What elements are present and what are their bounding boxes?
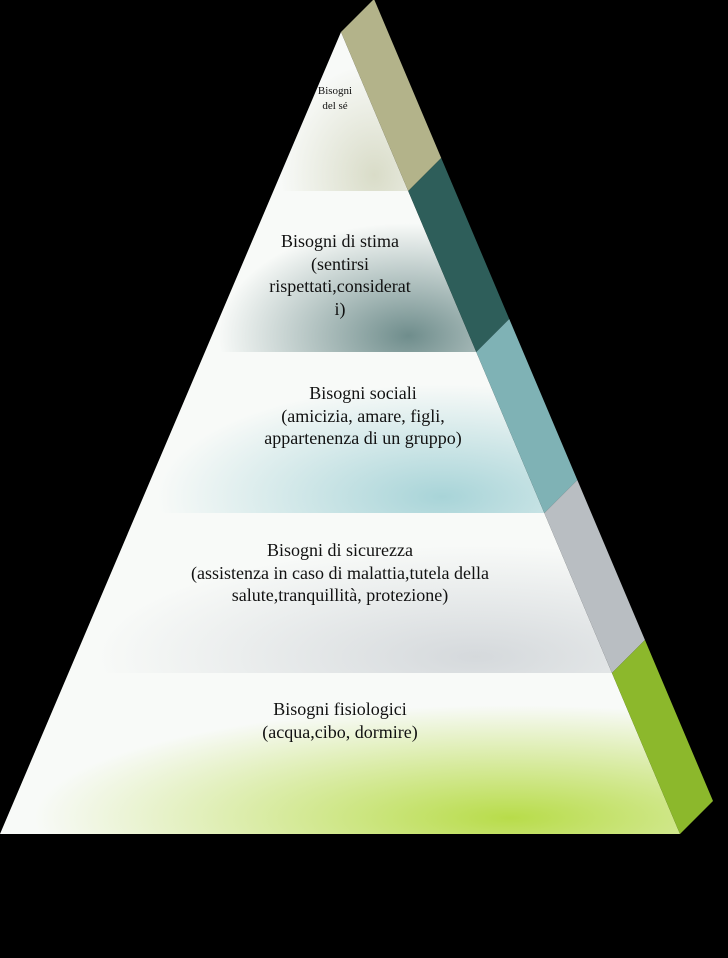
level-safety-line: salute,tranquillità, protezione) — [231, 585, 449, 605]
level-physiological-side-face — [611, 640, 713, 834]
level-safety-side-face — [544, 480, 645, 673]
level-social-line: Bisogni sociali — [309, 383, 417, 403]
level-esteem-line: i) — [334, 298, 346, 319]
level-social-line: (amicizia, amare, figli, — [281, 405, 445, 426]
level-physiological-line: Bisogni fisiologici — [273, 699, 407, 719]
level-safety-line: Bisogni di sicurezza — [267, 540, 413, 560]
level-social-line: appartenenza di un gruppo) — [264, 428, 462, 448]
level-self-line: del sé — [322, 100, 348, 112]
level-physiological-line: (acqua,cibo, dormire) — [262, 721, 418, 742]
level-esteem-side-face — [408, 158, 510, 352]
level-self-side-face — [341, 0, 442, 191]
level-self-line: Bisogni — [317, 85, 353, 97]
level-self-front-face — [273, 32, 409, 191]
level-esteem-line: Bisogni di stima — [280, 231, 399, 251]
level-physiological-front-face — [0, 673, 680, 834]
level-esteem-line: rispettati,considerat — [269, 276, 411, 296]
level-self-label: Bisogni del sé — [285, 84, 385, 114]
level-safety-front-face — [68, 513, 612, 673]
level-esteem-label: Bisogni di stima (sentirsi rispettati,co… — [240, 230, 440, 320]
level-safety-line: (assistenza in caso di malattia,tutela d… — [191, 562, 489, 583]
level-social-label: Bisogni sociali (amicizia, amare, figli,… — [213, 382, 513, 450]
level-social-front-face — [136, 352, 545, 513]
level-physiological-label: Bisogni fisiologici (acqua,cibo, dormire… — [190, 698, 490, 743]
level-esteem-front-face — [204, 191, 477, 352]
level-esteem-line: (sentirsi — [311, 253, 369, 274]
level-social-side-face — [476, 319, 578, 513]
level-safety-label: Bisogni di sicurezza (assistenza in caso… — [140, 539, 540, 607]
